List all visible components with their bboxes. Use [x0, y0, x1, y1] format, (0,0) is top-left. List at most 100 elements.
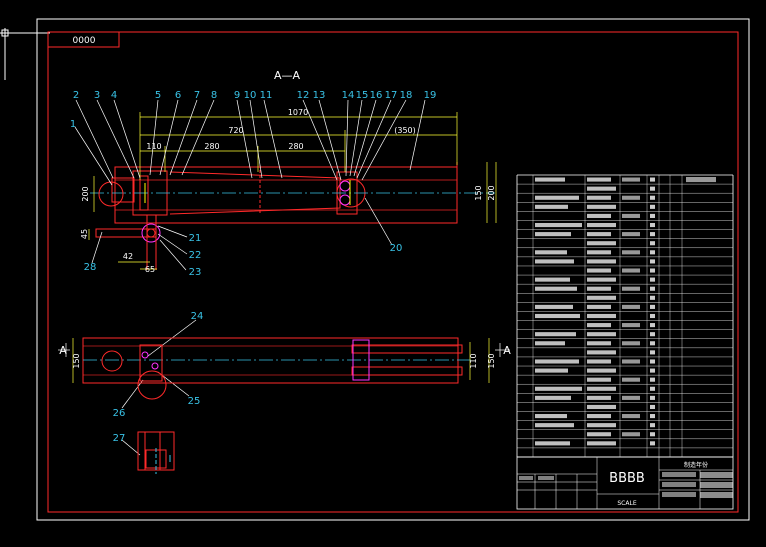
bom-cell-text	[686, 177, 716, 183]
part-label-21: 21	[189, 233, 202, 244]
bom-cell-text	[587, 250, 611, 255]
bom-cell-text	[587, 195, 611, 200]
part-label-3: 3	[94, 90, 100, 101]
bom-cell-text	[587, 268, 611, 273]
bom-cell-text	[650, 268, 655, 273]
part-label-17: 17	[385, 90, 398, 101]
bom-cell-text	[535, 222, 582, 228]
part-label-27: 27	[113, 433, 126, 444]
code-box-text: 0000	[73, 36, 96, 46]
bom-cell-text	[535, 195, 579, 200]
bom-cell-text	[587, 404, 616, 410]
plan-view	[72, 337, 490, 400]
section-marker-right-text: A	[503, 344, 511, 357]
bom-cell-text	[535, 313, 580, 319]
dim-110: 110	[146, 142, 161, 151]
dim-plan-150-right: 150	[487, 353, 496, 368]
bom-cell-text	[650, 304, 655, 309]
part-label-22: 22	[189, 250, 202, 261]
bom-cell-text	[535, 232, 571, 237]
bom-cell-text	[587, 368, 616, 373]
bom-cell-text	[587, 386, 616, 391]
bom-cell-text	[535, 250, 567, 255]
bom-cell-text	[650, 313, 655, 319]
bom-cell-text	[622, 268, 640, 273]
bom-cell-text	[535, 395, 571, 400]
bom-cell-text	[587, 186, 616, 191]
bom-cell-text	[622, 323, 640, 328]
detail-27	[137, 431, 175, 474]
bom-cell-text	[587, 359, 611, 364]
bom-cell-text	[587, 277, 616, 282]
part-label-10: 10	[244, 90, 257, 101]
part-label-4: 4	[111, 90, 117, 101]
bom-cell-text	[587, 323, 611, 328]
dim-total-length: 1070	[288, 108, 308, 117]
bom-cell-text	[535, 286, 577, 291]
section-title: A—A	[274, 69, 301, 82]
part-label-19: 19	[424, 90, 437, 101]
bom-cell-text	[622, 395, 640, 400]
bom-cell-text	[535, 423, 574, 428]
bom-cell-text	[650, 377, 655, 382]
bom-cell-text	[622, 377, 640, 382]
bom-cell-text	[587, 432, 611, 437]
bom-cell-text	[650, 441, 655, 446]
title-block-name: BBBB	[609, 471, 645, 486]
bom-cell-text	[622, 195, 640, 200]
dim-720: 720	[228, 126, 243, 135]
bom-cell-text	[622, 359, 640, 364]
bom-cell-text	[535, 259, 574, 264]
bom-cell-text	[535, 177, 565, 182]
bom-cell-text	[535, 304, 573, 309]
bom-cell-text	[587, 286, 611, 291]
part-label-26: 26	[113, 408, 126, 419]
cursor-crosshair-icon	[0, 28, 50, 80]
bom-cell-text	[650, 341, 655, 346]
part-label-14: 14	[342, 90, 355, 101]
dim-280b: 280	[288, 142, 303, 151]
bom-cell-text	[650, 286, 655, 291]
bom-cell-text	[650, 204, 655, 209]
bom-cell-text	[535, 332, 576, 337]
title-block-header: 制造年份	[684, 461, 708, 469]
dim-42: 42	[123, 252, 133, 261]
bom-cell-text	[650, 186, 655, 191]
dim-plan-110-right: 110	[469, 353, 478, 368]
part-label-25: 25	[188, 396, 201, 407]
bom-cell-text	[622, 286, 640, 291]
code-box	[47, 31, 120, 48]
title-block: BBBB SCALE 制造年份	[516, 456, 734, 510]
bom-cell-text	[622, 414, 640, 419]
bom-cell-text	[587, 423, 616, 428]
bom-cell-text	[650, 295, 655, 300]
bom-cell-text	[650, 213, 655, 218]
dim-350: (350)	[394, 126, 416, 135]
bom-cell-text	[650, 404, 655, 410]
bom-cell-text	[587, 441, 616, 446]
bom-cell-text	[650, 232, 655, 237]
bom-cell-text	[622, 250, 640, 255]
part-label-23: 23	[189, 267, 202, 278]
bom-cell-text	[622, 232, 640, 237]
part-label-8: 8	[211, 90, 217, 101]
bom-cell-text	[535, 414, 567, 419]
bom-cell-text	[622, 213, 640, 218]
bom-cell-text	[535, 204, 568, 209]
bom-cell-text	[535, 277, 570, 282]
part-label-7: 7	[194, 90, 200, 101]
bom-cell-text	[622, 432, 640, 437]
bom-cell-text	[587, 341, 611, 346]
bom-cell-text	[650, 359, 655, 364]
part-label-6: 6	[175, 90, 181, 101]
bom-cell-text	[650, 222, 655, 228]
bom-cell-text	[650, 323, 655, 328]
bom-cell-text	[535, 368, 568, 373]
bom-cell-text	[587, 232, 611, 237]
bom-cell-text	[650, 177, 655, 182]
bom-cell-text	[587, 414, 611, 419]
bom-cell-text	[622, 341, 640, 346]
bom-cell-text	[587, 377, 611, 382]
part-label-18: 18	[400, 90, 413, 101]
